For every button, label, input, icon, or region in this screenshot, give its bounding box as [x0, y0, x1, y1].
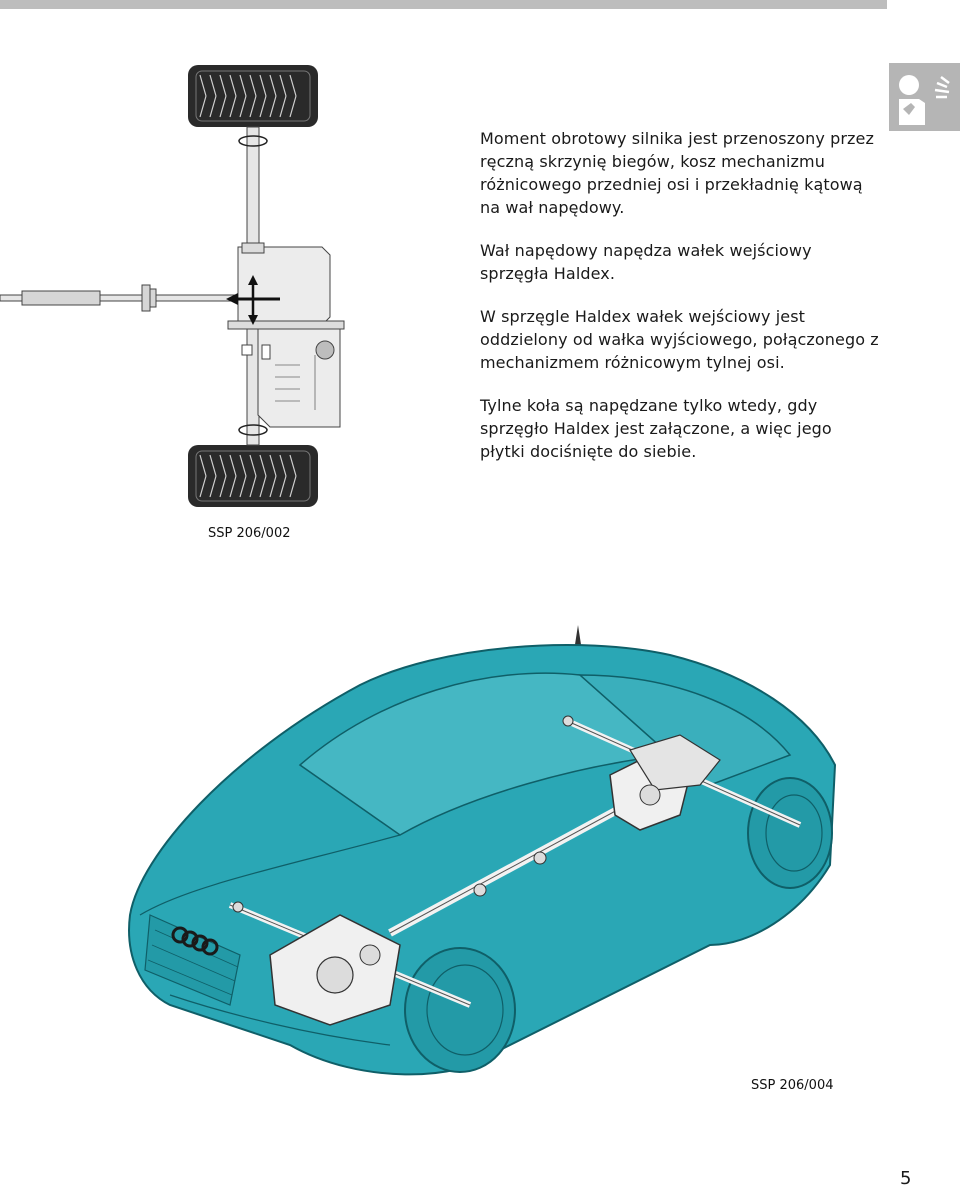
paragraph-1: Moment obrotowy silnika jest przenoszony…: [480, 129, 874, 217]
car-cutaway-illustration: [128, 625, 837, 1076]
paragraph-3: W sprzęgle Haldex wałek wejściowy jest o…: [480, 307, 879, 372]
paragraph-2: Wał napędowy napędza wałek wejściowy spr…: [480, 241, 812, 283]
torque-arrows-icon: [226, 275, 280, 325]
paragraph-4: Tylne koła są napędzane tylko wtedy, gdy…: [480, 396, 832, 461]
figure-2-caption: SSP 206/004: [751, 1078, 834, 1093]
body-text: Moment obrotowy silnika jest przenoszony…: [480, 127, 880, 483]
drivetrain-schematic: [0, 65, 345, 507]
rear-wheel-bottom: [188, 445, 318, 507]
figure-1-caption: SSP 206/002: [208, 526, 291, 541]
rear-wheel-top: [188, 65, 318, 127]
reader-hand-icon: [889, 63, 960, 131]
page-number: 5: [900, 1168, 912, 1189]
header-bar: [0, 0, 887, 9]
logo-rings-icon: [171, 926, 219, 956]
